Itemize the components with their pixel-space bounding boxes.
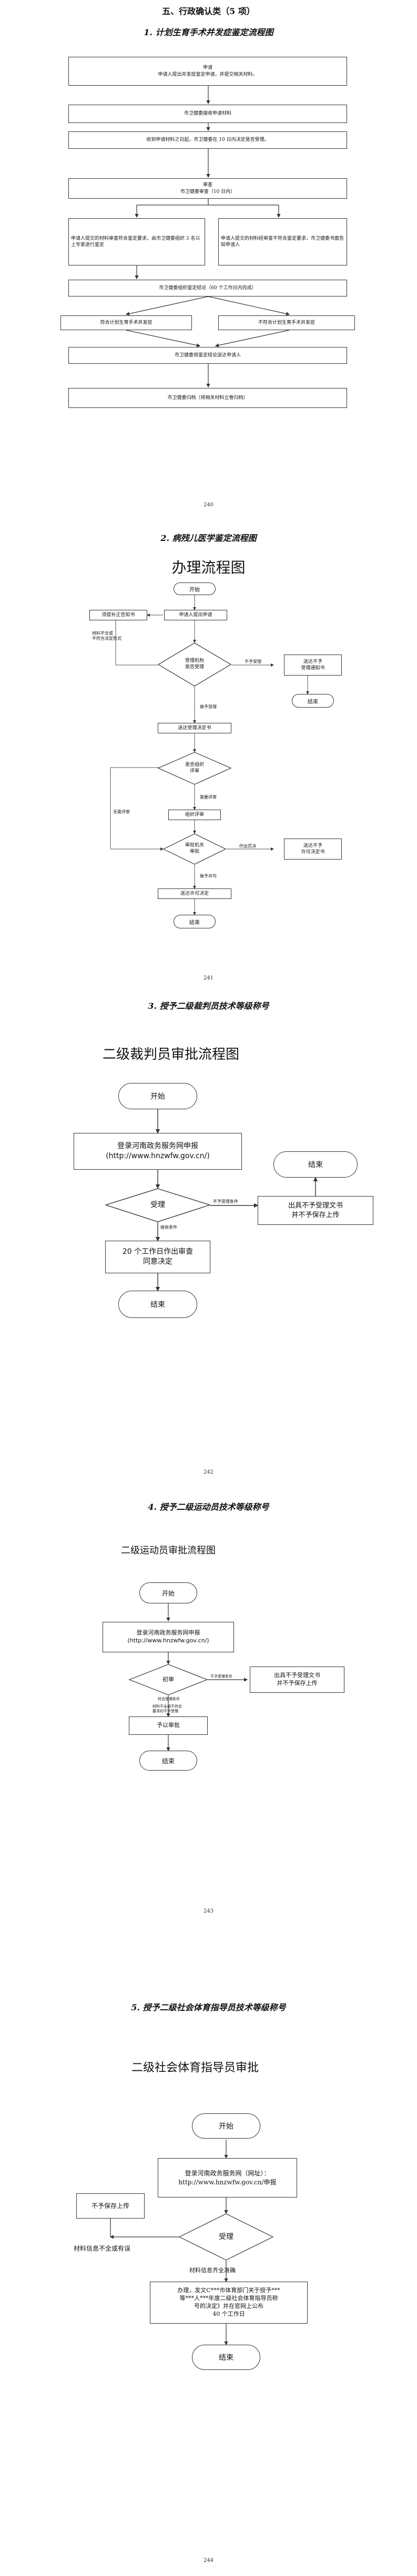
section-2-connectors [110, 594, 309, 915]
meets-requirements-box: 申请人提交的材料审查符合鉴定要求，由市卫健委组织 3 名以上专家进行鉴定 [68, 218, 205, 265]
incomplete-label: 材料信息不全或有误 [74, 2245, 131, 2252]
not-accept-label: 不予受理条件 [210, 1674, 232, 1679]
chart-title: 二级运动员审批流程图 [121, 1545, 216, 1556]
complete-label: 材料信息齐全准确 [189, 2267, 236, 2274]
review-box: 20 个工作日作出审查 同意决定 [105, 1241, 210, 1273]
need-review-label: 需要评审 [200, 795, 217, 800]
section-5-connectors [109, 2140, 228, 2346]
accept-decision-label: 受理 [150, 1201, 165, 1210]
approve-decision-label: 审批机关 审批 [185, 843, 204, 854]
login-box: 登录河南政务服务网申报 (http://www.hnzwfw.gov.cn/) [74, 1133, 242, 1170]
start-node: 开始 [118, 1083, 197, 1109]
decision-box: 办理，发文C***市体育部门关于授予*** 等***人***年度二级社会体育指导… [150, 2282, 308, 2324]
fails-requirements-box: 申请人提交的材料经审查不符合鉴定要求，市卫健委书面告知申请人 [218, 218, 347, 265]
apply-box: 申请人提出申请 [164, 610, 227, 620]
accept-label: 接收条件 [160, 1225, 177, 1230]
page-number: 243 [203, 1908, 214, 1914]
page-number: 240 [203, 502, 214, 508]
accept-label: 做予受理 [200, 704, 217, 709]
approve-decision: 审批机关 审批 [163, 833, 226, 865]
accept-decision: 受理 [179, 2213, 273, 2261]
accept-decision: 受理机构 是否受理 [158, 642, 231, 687]
material-label: 材料不全或不符合 要求的不予受理 [152, 1704, 182, 1714]
section-2-title: 2. 病残儿医学鉴定流程图 [160, 533, 257, 543]
review-box: 组织评审 [168, 810, 221, 820]
section-1-title: 1. 计划生育手术并发症鉴定流程图 [144, 27, 273, 37]
start-node: 开始 [192, 2113, 260, 2139]
accept-label: 符合受理条件 [158, 1697, 180, 1701]
conclusion-no-box: 不符合计划生育手术并发症 [218, 315, 355, 330]
approve-label: 做予许可 [200, 874, 217, 878]
review-box: 审查 市卫健委审查（10 日内） [68, 178, 347, 199]
chart-title: 二级社会体育指导员审批 [131, 2061, 259, 2074]
end-node: 结束 [118, 1291, 197, 1318]
archive-box: 市卫健委归档（将相关材料立卷归档） [68, 388, 347, 408]
accept-decision: 初审 [129, 1664, 208, 1695]
section-5-title: 5. 授予二级社会体育指导员技术等级称号 [131, 2002, 286, 2012]
no-review-label: 无需评审 [113, 810, 130, 814]
conclusion-yes-box: 符合计划生育手术并发症 [60, 315, 192, 330]
accept-decision: 受理 [105, 1188, 210, 1222]
not-accept-label: 不予受理条件 [213, 1199, 238, 1204]
deliver-box: 市卫健委将鉴定结论送达申请人 [68, 347, 347, 364]
login-box: 登录河南政务服务网申报 (http://www.hnzwfw.gov.cn/) [103, 1622, 234, 1652]
end-node-2: 结束 [174, 915, 216, 928]
disapprove-notice-box: 送达不予 许可决定书 [284, 839, 342, 860]
start-node: 开始 [174, 582, 216, 595]
review-decision-label: 是否组织 评审 [185, 762, 204, 774]
chapter-heading: 五、行政确认类（5 项） [162, 6, 255, 16]
accept-notice-box: 送达受理决定书 [158, 723, 231, 733]
expert-conclusion-box: 市卫健委组织鉴定结论（60 个工作日内完成） [68, 280, 347, 297]
reject-notice-box: 送达不予 受理通知书 [284, 655, 342, 676]
material-note: 材料不全或 不符合法定形式 [92, 631, 121, 641]
end-node: 结束 [192, 2345, 260, 2370]
accept-decision-label: 受理 [219, 2232, 233, 2241]
section-3-connectors [155, 1109, 318, 1292]
accept-decision-label: 初审 [162, 1675, 174, 1683]
end-right-node: 结束 [273, 1151, 358, 1178]
login-box: 登录河南政务服务网（网址）： http://www.hnzwfw.gov.cn/… [158, 2158, 297, 2197]
not-save-box: 不予保存上传 [76, 2193, 145, 2219]
reject-box: 出具不予受理文书 并不予保存上传 [250, 1667, 344, 1693]
section-4-title: 4. 授予二级运动员技术等级称号 [148, 1502, 269, 1512]
chart-title: 二级裁判员审批流程图 [103, 1047, 240, 1062]
accept-decision-label: 受理机构 是否受理 [185, 658, 204, 670]
not-accept-label: 不予受理 [245, 659, 261, 664]
page-number: 241 [203, 975, 214, 981]
apply-box: 申请 申请人提出并发症鉴定申请，并提交相关材料。 [68, 57, 347, 86]
supplement-notice-box: 须提补正告知书 [89, 610, 147, 620]
page-number: 242 [203, 1469, 214, 1475]
reject-box: 出具不予受理文书 并不予保存上传 [258, 1196, 373, 1225]
section-1-connectors [125, 86, 290, 388]
page-number: 244 [203, 2558, 214, 2563]
section-3-title: 3. 授予二级裁判员技术等级称号 [148, 1001, 269, 1011]
permit-notice-box: 送达许可决定 [158, 888, 231, 899]
accept-materials-box: 市卫健委接收申请材料 [68, 105, 347, 123]
review-note-box: 收到申请材料之日起，市卫健委在 10 日内决定是否受理。 [68, 131, 347, 149]
review-box: 予以审批 [129, 1716, 208, 1735]
review-decision: 是否组织 评审 [158, 752, 231, 785]
end-node-1: 结束 [292, 694, 334, 708]
disapprove-label: 作出否决 [239, 844, 256, 849]
end-node: 结束 [139, 1751, 197, 1771]
start-node: 开始 [139, 1582, 197, 1603]
section-4-connectors [166, 1601, 248, 1752]
chart-title: 办理流程图 [171, 559, 246, 576]
